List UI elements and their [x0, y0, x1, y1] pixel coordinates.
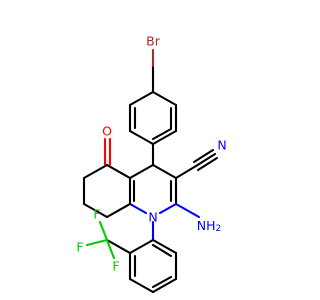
bond: [85, 238, 109, 247]
bond: [151, 90, 178, 107]
trifluoromethylphenyl-ring: [128, 220, 178, 294]
fluorine-atom-label-top: F: [93, 207, 100, 222]
bond: [128, 129, 155, 146]
amino-label-subscript: 2: [216, 224, 222, 234]
fluorine-atom-label-left: F: [76, 240, 83, 255]
bond: [192, 148, 215, 164]
bromine-atom-label: Br: [146, 34, 161, 49]
molecule-canvas: Br O N N NH2 F F F: [76, 34, 227, 294]
bond: [151, 275, 173, 289]
bond: [128, 277, 155, 294]
bond: [151, 163, 178, 180]
bond: [105, 238, 132, 255]
bond: [151, 238, 178, 255]
bond: [82, 202, 109, 219]
bond: [105, 202, 132, 219]
atom-labels: Br O N N NH2 F F F: [76, 34, 226, 274]
fluorine-atom-label-bottom: F: [112, 259, 119, 274]
oxygen-atom-label: O: [102, 124, 112, 139]
cyclohexenone-ring: [82, 137, 136, 219]
bond: [174, 202, 201, 219]
bond: [151, 129, 178, 146]
amino-label-main: NH: [197, 218, 216, 233]
molecule-structure: Br O N N NH2 F F F: [76, 34, 227, 294]
amino-group: [174, 202, 201, 219]
bond: [128, 238, 155, 255]
nitrile-nitrogen-label: N: [217, 138, 226, 153]
bond: [196, 156, 219, 172]
bond: [105, 163, 132, 180]
bond: [151, 277, 178, 294]
bromophenyl-ring: [128, 48, 178, 146]
amino-label: NH2: [197, 218, 221, 235]
bond: [194, 152, 217, 168]
bond: [151, 127, 173, 141]
nitrile-group: [174, 148, 219, 180]
bond: [128, 202, 148, 215]
ring-nitrogen-label: N: [148, 210, 157, 225]
bond: [128, 90, 155, 107]
bond: [174, 164, 198, 180]
dihydropyridine-ring: [128, 142, 178, 215]
bond: [151, 243, 173, 258]
bond: [105, 238, 116, 260]
trifluoromethyl-group: [85, 220, 132, 260]
bond: [158, 202, 178, 215]
bond: [128, 163, 155, 180]
bond: [98, 220, 109, 242]
bond: [82, 163, 109, 180]
